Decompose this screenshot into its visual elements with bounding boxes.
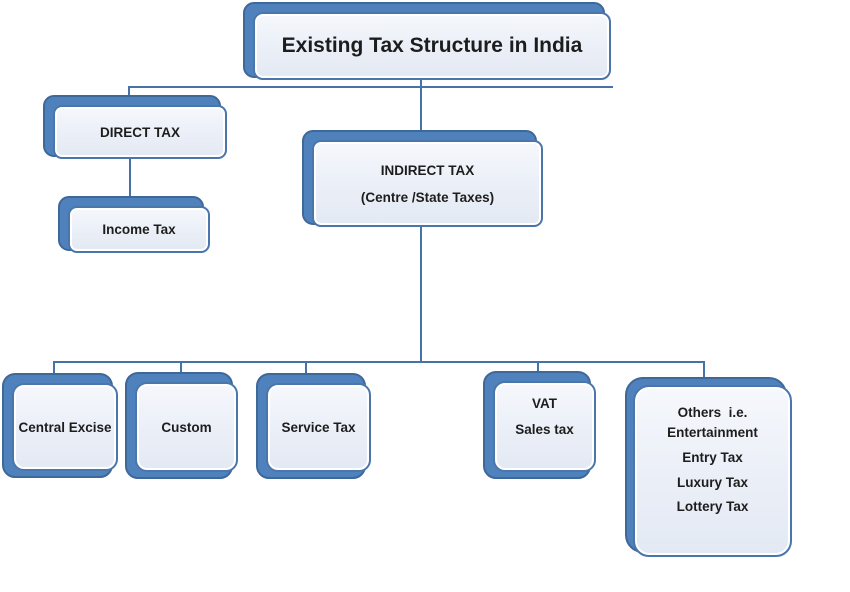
node-custom: Custom [125,372,238,479]
node-direct-tax-box: DIRECT TAX [53,105,227,159]
connector-indirect-drop [420,86,422,134]
node-income-tax: Income Tax [58,196,210,253]
central-excise-label: Central Excise [18,419,112,435]
indirect-tax-sublabel: (Centre /State Taxes) [360,189,495,205]
node-income-tax-box: Income Tax [68,206,210,253]
node-service-tax: Service Tax [256,373,371,479]
connector-direct-drop [128,86,130,98]
title-label: Existing Tax Structure in India [281,34,583,57]
vat-label: VAT [532,396,557,411]
entertainment-label: Entertainment [667,425,758,440]
connector-top-horizontal [128,86,613,88]
indirect-tax-label: INDIRECT TAX [380,162,475,178]
sales-tax-label: Sales tax [515,422,574,437]
lottery-tax-label: Lottery Tax [676,499,749,514]
service-tax-label: Service Tax [281,420,356,435]
connector-bottom-horizontal [53,361,705,363]
connector-stub-others [703,361,705,377]
node-central-excise-box: Central Excise [12,383,118,471]
direct-tax-label: DIRECT TAX [100,124,180,140]
node-central-excise: Central Excise [2,373,118,478]
connector-stub-service-tax [305,361,307,374]
luxury-tax-label: Luxury Tax [676,475,749,490]
node-vat-box: VAT Sales tax [493,381,596,472]
node-service-tax-box: Service Tax [266,383,371,472]
connector-stub-custom [180,361,182,374]
income-tax-label: Income Tax [102,222,176,237]
node-indirect-tax: INDIRECT TAX (Centre /State Taxes) [302,130,543,227]
node-indirect-tax-box: INDIRECT TAX (Centre /State Taxes) [312,140,543,227]
connector-stub-vat [537,361,539,372]
connector-indirect-trunk [420,226,422,363]
custom-label: Custom [161,419,212,435]
connector-stub-central-excise [53,361,55,374]
node-direct-tax: DIRECT TAX [43,95,227,159]
node-vat-sales-tax: VAT Sales tax [483,371,596,479]
node-title: Existing Tax Structure in India [243,2,611,80]
others-label: Others i.e. [677,405,748,420]
connector-direct-to-income [129,158,131,199]
node-title-box: Existing Tax Structure in India [253,12,611,80]
entry-tax-label: Entry Tax [682,450,743,465]
connector-title-stub [420,80,422,88]
node-others-box: Others i.e. Entertainment Entry Tax Luxu… [633,385,792,557]
node-custom-box: Custom [135,382,238,472]
node-others: Others i.e. Entertainment Entry Tax Luxu… [625,377,792,557]
